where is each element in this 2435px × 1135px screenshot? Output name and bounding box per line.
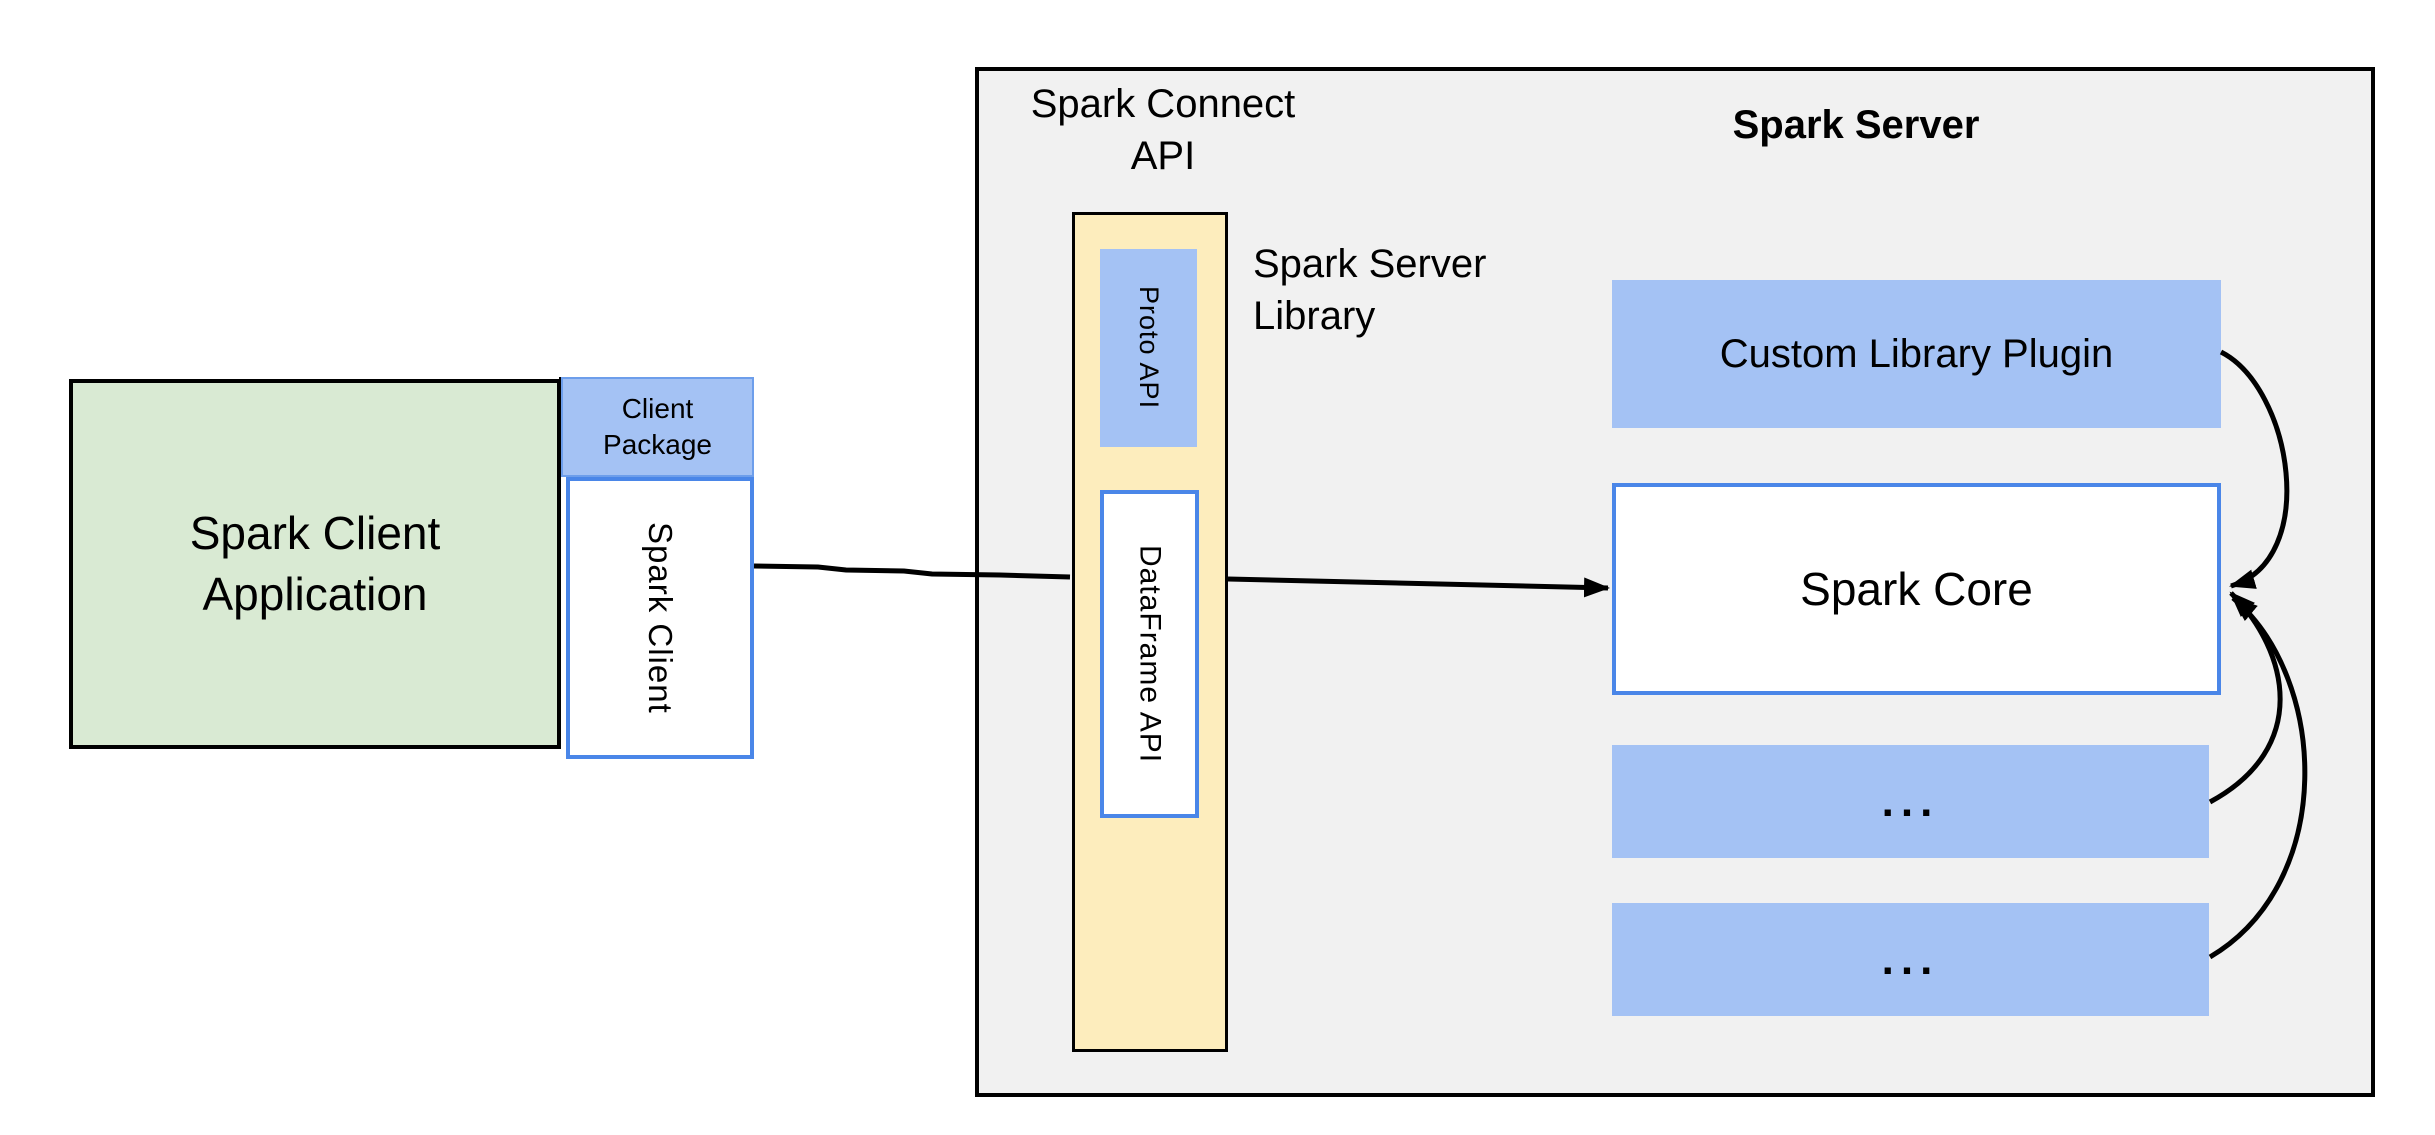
spark-connect-api-label: Spark Connect API xyxy=(1003,78,1323,182)
proto-api-box: Proto API xyxy=(1100,249,1197,447)
dataframe-api-label: DataFrame API xyxy=(1133,544,1167,764)
plugin-placeholder-box-2: ... xyxy=(1612,903,2209,1016)
spark-client-application-label-line2: Application xyxy=(202,568,428,620)
client-package-label-line2: Package xyxy=(603,429,712,460)
client-package-box: Client Package xyxy=(561,377,754,477)
client-package-label-line1: Client xyxy=(621,393,694,425)
spark-client-application-label-line1: Spark Client xyxy=(189,507,441,560)
dataframe-api-box: DataFrame API xyxy=(1100,490,1199,818)
spark-client-label: Spark Client xyxy=(642,522,679,714)
spark-connect-api-label-line1: Spark Connect xyxy=(1030,82,1296,126)
spark-client-box: Spark Client xyxy=(566,477,754,759)
spark-core-label: Spark Core xyxy=(1800,563,2033,615)
plugin-placeholder-box-1: ... xyxy=(1612,745,2209,858)
spark-connect-api-label-line2: API xyxy=(1130,134,1196,178)
plugin-placeholder-1-label: ... xyxy=(1881,776,1940,826)
spark-server-library-label-line2: Library xyxy=(1253,294,1376,338)
custom-library-plugin-box: Custom Library Plugin xyxy=(1612,280,2221,428)
spark-server-library-label: Spark Server Library xyxy=(1253,238,1673,342)
spark-core-box: Spark Core xyxy=(1612,483,2221,695)
spark-server-title: Spark Server xyxy=(1732,103,1980,147)
plugin-placeholder-2-label: ... xyxy=(1881,934,1940,984)
custom-library-plugin-label: Custom Library Plugin xyxy=(1719,331,2114,376)
proto-api-label: Proto API xyxy=(1134,286,1164,410)
spark-client-application-box: Spark Client Application xyxy=(69,379,561,749)
spark-server-library-label-line1: Spark Server xyxy=(1253,242,1487,286)
